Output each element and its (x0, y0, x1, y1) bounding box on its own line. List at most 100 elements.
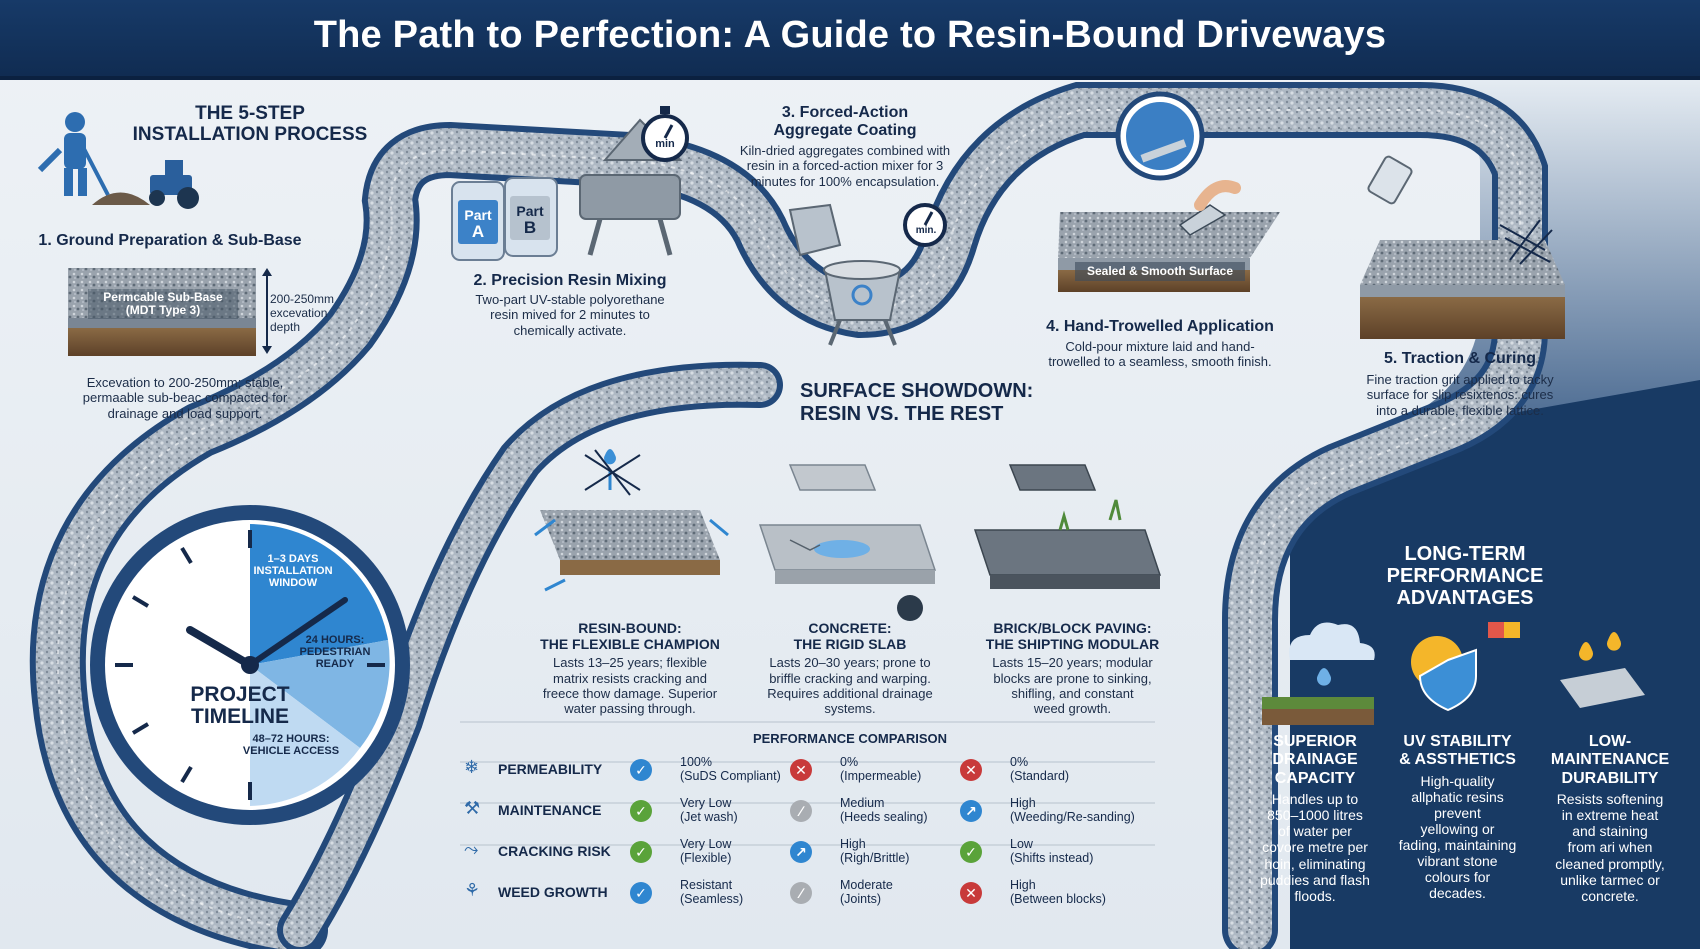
timeline-title: PROJECT TIMELINE (160, 683, 320, 729)
step5-desc-line3: into a durable, flexible lattice. (1376, 402, 1544, 418)
cell-value: Very Low (680, 796, 732, 810)
step2-desc-line3: chemically activate. (513, 322, 627, 338)
maint-desc-line7: concrete. (1581, 887, 1639, 904)
step2-title: 2. Precision Resin Mixing (473, 272, 667, 289)
timer-label: min (655, 138, 675, 150)
comparison-cell: Very Low(Flexible) (680, 837, 800, 865)
resin-title-line1: RESIN-BOUND: (578, 620, 682, 636)
resin-desc-line2: matrix resists cracking and (553, 670, 707, 686)
drainage-desc-line1: Handles up to (1271, 791, 1359, 808)
showdown-title: SURFACE SHOWDOWN: RESIN VS. THE REST (800, 380, 1060, 426)
comparison-cell: 0%(Standard) (1010, 755, 1180, 783)
status-check-green-icon: ✓ (960, 841, 982, 863)
step5-desc-line2: surface for slip resixtenos: cures (1366, 387, 1554, 403)
jug-b-line2: B (523, 218, 537, 238)
jug-a-line2: A (471, 222, 485, 242)
comparison-cell: High(Righ/Brittle) (840, 837, 960, 865)
uv-desc-line3: prevent (1434, 804, 1481, 821)
timeline-title-line2: TIMELINE (191, 705, 289, 729)
step4-desc-line2: trowelled to a seamless, smooth finish. (1048, 354, 1272, 370)
resin-card-desc: Lasts 13–25 years; flexible matrix resis… (520, 655, 740, 716)
advantages-title: LONG-TERM PERFORMANCE ADVANTAGES (1365, 543, 1565, 609)
drainage-desc-line4: covore metre per (1262, 839, 1368, 856)
cell-note: (Righ/Brittle) (840, 851, 910, 865)
jug-a-label: Part A (458, 207, 498, 242)
brick-title-line2: THE SHIPTING MODULAR (985, 636, 1160, 653)
comparison-cell: Medium(Heeds sealing) (840, 796, 960, 824)
comparison-cell: High(Weeding/Re-sanding) (1010, 796, 1180, 824)
status-arrow-icon: ↗ (960, 800, 982, 822)
resin-desc-line1: Lasts 13–25 years; flexible (553, 655, 707, 671)
adv-title-line2: PERFORMANCE (1386, 565, 1544, 587)
subbase-label-line2: (MDT Type 3) (125, 303, 201, 318)
seg1-line3: WINDOW (268, 577, 318, 590)
status-neutral-icon: ∕ (790, 882, 812, 904)
drainage-title-line2: DRAINAGE (1272, 751, 1358, 769)
concrete-desc-line2: briffle cracking and warping. (769, 670, 931, 686)
comparison-cell: Very Low(Jet wash) (680, 796, 800, 824)
comparison-title: PERFORMANCE COMPARISON (752, 731, 948, 746)
cell-note: (Joints) (840, 892, 881, 906)
maint-desc-line5: cleaned promptly, (1555, 855, 1665, 872)
cell-note: (Heeds sealing) (840, 810, 928, 824)
maint-desc-line1: Resists softening (1556, 791, 1664, 808)
jug-b-label: Part B (510, 203, 550, 238)
weed-icon: ⚘ (464, 880, 481, 900)
drainage-desc-line7: floods. (1294, 887, 1336, 904)
comparison-cell: Low(Shifts instead) (1010, 837, 1180, 865)
step3-title: 3. Forced-Action Aggregate Coating (745, 104, 945, 139)
cell-value: Moderate (840, 878, 893, 892)
uv-desc-line8: decades. (1429, 885, 1486, 902)
cell-note: (Between blocks) (1010, 892, 1106, 906)
timer2-label: min. (915, 225, 937, 236)
cell-note: (SuDS Compliant) (680, 769, 781, 783)
status-cross-icon: ✕ (960, 882, 982, 904)
comparison-cell: 0%(Impermeable) (840, 755, 960, 783)
cell-value: Medium (840, 796, 885, 810)
cell-value: Resistant (680, 878, 733, 892)
install-section-title: THE 5-STEP INSTALLATION PROCESS (100, 103, 400, 146)
brick-card-title: BRICK/BLOCK PAVING: THE SHIPTING MODULAR (965, 620, 1180, 652)
cell-note: (Weeding/Re-sanding) (1010, 810, 1135, 824)
depth-line3: depth (270, 320, 301, 335)
brick-desc-line4: weed growth. (1033, 701, 1112, 717)
drainage-desc: Handles up to 850–1000 litres of water p… (1250, 791, 1380, 904)
row-label: CRACKING RISK (498, 843, 611, 859)
concrete-card-desc: Lasts 20–30 years; prone to briffle crac… (745, 655, 955, 716)
advantage-drainage: SUPERIOR DRAINAGE CAPACITY Handles up to… (1250, 733, 1380, 904)
step3-desc: Kiln-dried aggregates combined with resi… (725, 143, 965, 189)
wrench-icon: ⚒ (464, 798, 481, 818)
seg1-line1: 1–3 DAYS (267, 553, 319, 565)
comparison-row: ⚘WEED GROWTH✓Resistant(Seamless)∕Moderat… (460, 874, 1160, 915)
uv-title-line2: & ASSTHETICS (1399, 751, 1516, 769)
maint-title-line1: LOW- (1588, 733, 1632, 750)
row-label: PERMEABILITY (498, 761, 603, 777)
crack-icon: ⤳ (464, 839, 479, 859)
step1-title: 1. Ground Preparation & Sub-Base (38, 232, 302, 249)
brick-desc-line2: blocks are prone to sinking, (993, 670, 1152, 686)
step4-desc: Cold-pour mixture laid and hand- trowell… (1030, 339, 1290, 370)
step1-desc-line3: drainage and load support. (107, 405, 263, 421)
timeline-segment-3: 48–72 HOURS: VEHICLE ACCESS (236, 733, 346, 757)
concrete-desc-line1: Lasts 20–30 years; prone to (769, 655, 931, 671)
resin-card-title: RESIN-BOUND: THE FLEXIBLE CHAMPION (520, 620, 740, 652)
header-bar (0, 0, 1700, 80)
cell-value: 0% (1010, 755, 1029, 769)
uv-desc-line6: vibrant stone (1417, 853, 1498, 870)
uv-desc-line5: fading, maintaining (1398, 837, 1517, 854)
concrete-card-title: CONCRETE: THE RIGID SLAB (745, 620, 955, 652)
cell-note: (Impermeable) (840, 769, 922, 783)
timeline-title-line1: PROJECT (190, 683, 290, 706)
resin-card: RESIN-BOUND: THE FLEXIBLE CHAMPION Lasts… (520, 620, 740, 717)
step2-desc: Two-part UV-stable polyorethane resin mi… (440, 292, 700, 338)
step3-title-line1: 3. Forced-Action (781, 104, 909, 121)
drainage-desc-line3: of water per (1278, 823, 1352, 840)
step3-desc-line1: Kiln-dried aggregates combined with (739, 143, 951, 158)
step5-desc-line1: Fine traction grit applied to tacky (1366, 372, 1554, 387)
status-check-green-icon: ✓ (630, 841, 652, 863)
comparison-cell: 100%(SuDS Compliant) (680, 755, 800, 783)
seg3-line1: 48–72 HOURS: (252, 733, 330, 745)
maint-title-line2: MAINTENANCE (1550, 751, 1670, 769)
brick-desc-line3: shifling, and constant (1011, 685, 1134, 701)
